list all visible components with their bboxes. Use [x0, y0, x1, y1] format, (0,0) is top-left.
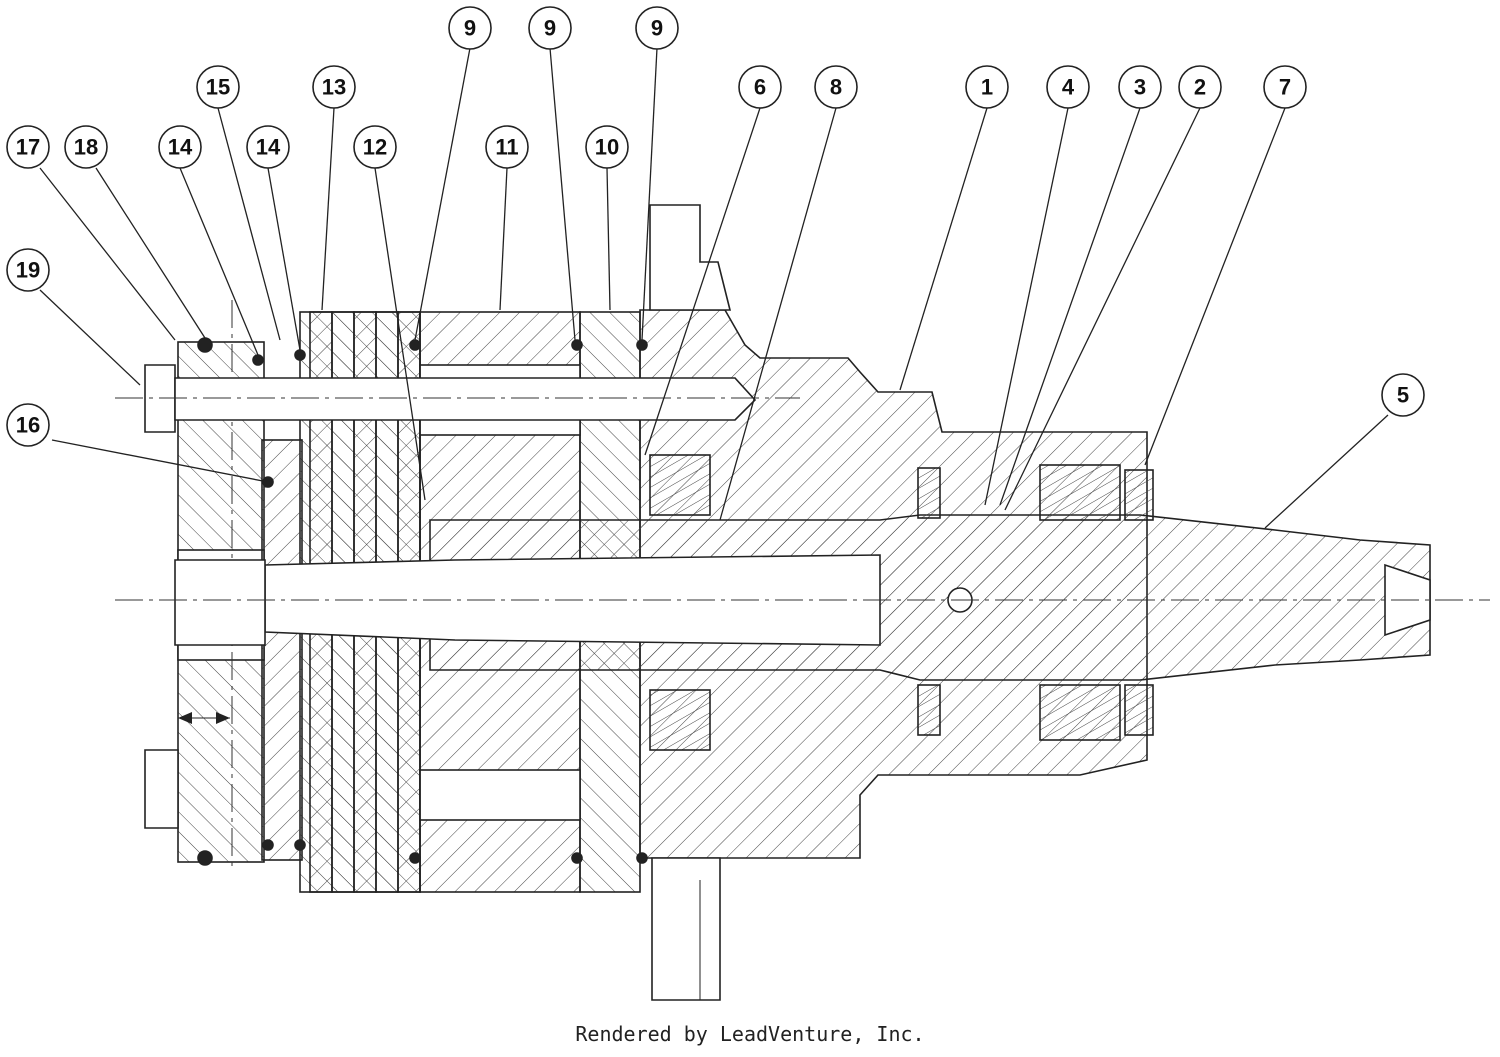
callout-label: 18	[74, 135, 98, 160]
callout-10[interactable]: 10	[585, 125, 629, 169]
oil-seal	[917, 467, 1154, 736]
callout-14a[interactable]: 14	[158, 125, 202, 169]
callout-2[interactable]: 2	[1178, 65, 1222, 109]
callout-label: 6	[754, 75, 766, 100]
callout-9b[interactable]: 9	[528, 6, 572, 50]
callout-17[interactable]: 17	[6, 125, 50, 169]
callout-label: 7	[1279, 75, 1291, 100]
callout-8[interactable]: 8	[814, 65, 858, 109]
callout-label: 1	[981, 75, 993, 100]
callout-label: 9	[544, 16, 556, 41]
callout-label: 16	[16, 413, 40, 438]
callout-label: 19	[16, 258, 40, 283]
callout-6[interactable]: 6	[738, 65, 782, 109]
callout-15[interactable]: 15	[196, 65, 240, 109]
callout-7[interactable]: 7	[1263, 65, 1307, 109]
callout-label: 12	[363, 135, 387, 160]
dimension-arrows	[178, 712, 230, 724]
roller-bearing	[1039, 464, 1121, 741]
callout-label: 9	[651, 16, 663, 41]
callout-9c[interactable]: 9	[635, 6, 679, 50]
callout-4[interactable]: 4	[1046, 65, 1090, 109]
callout-9a[interactable]: 9	[448, 6, 492, 50]
callout-13[interactable]: 13	[312, 65, 356, 109]
callout-label: 14	[256, 135, 281, 160]
callout-16[interactable]: 16	[6, 403, 50, 447]
callout-label: 11	[495, 135, 518, 160]
callout-label: 14	[168, 135, 193, 160]
callout-label: 5	[1397, 383, 1409, 408]
callout-label: 9	[464, 16, 476, 41]
callout-3[interactable]: 3	[1118, 65, 1162, 109]
needle-bearing	[649, 454, 711, 751]
callout-label: 4	[1062, 75, 1075, 100]
callout-1[interactable]: 1	[965, 65, 1009, 109]
callout-18[interactable]: 18	[64, 125, 108, 169]
callout-14b[interactable]: 14	[246, 125, 290, 169]
tie-bolt-upper	[144, 364, 757, 433]
callout-11[interactable]: 11	[485, 125, 529, 169]
leader-lines	[39, 47, 1389, 529]
callout-label: 13	[322, 75, 346, 100]
tie-bolt-lower	[144, 749, 179, 829]
callout-19[interactable]: 19	[6, 248, 50, 292]
callout-12[interactable]: 12	[353, 125, 397, 169]
callout-label: 3	[1134, 75, 1146, 100]
callout-label: 2	[1194, 75, 1206, 100]
drive-shaft	[174, 514, 1431, 681]
callout-label: 15	[206, 75, 230, 100]
o-rings	[197, 337, 648, 866]
callout-label: 10	[595, 135, 619, 160]
footer-credit: Rendered by LeadVenture, Inc.	[575, 1022, 925, 1046]
callout-label: 8	[830, 75, 842, 100]
callout-label: 17	[16, 135, 40, 160]
callout-5[interactable]: 5	[1381, 373, 1425, 417]
